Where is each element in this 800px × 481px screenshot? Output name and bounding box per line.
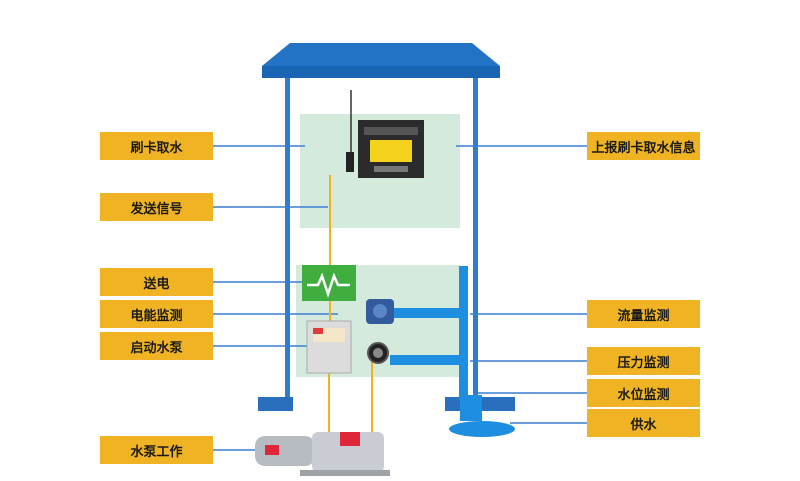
- label-pressure-monitor: 压力监测: [587, 347, 700, 375]
- connector-lines: [213, 145, 587, 451]
- label-pump-working: 水泵工作: [100, 436, 213, 464]
- right-pillar: [473, 78, 478, 402]
- antenna-icon: [346, 90, 354, 172]
- label-upload-info: 上报刷卡取水信息: [587, 132, 700, 160]
- pressure-sensor-icon: [367, 342, 389, 364]
- label-swipe-card: 刷卡取水: [100, 132, 213, 160]
- water-pump: [255, 432, 390, 476]
- left-pillar: [285, 78, 290, 402]
- pump-house-roof: [262, 43, 500, 78]
- flow-meter-icon: [366, 299, 394, 324]
- water-pipes: [390, 266, 515, 437]
- left-pillar-base: [258, 397, 293, 411]
- label-power-supply: 送电: [100, 268, 213, 296]
- label-start-pump: 启动水泵: [100, 332, 213, 360]
- electric-cabinet: [306, 320, 352, 374]
- label-send-signal: 发送信号: [100, 193, 213, 221]
- label-energy-monitor: 电能监测: [100, 300, 213, 328]
- label-flow-monitor: 流量监测: [587, 300, 700, 328]
- label-level-monitor: 水位监测: [587, 379, 700, 407]
- circuit-breaker-icon: [302, 265, 356, 301]
- label-water-supply: 供水: [587, 409, 700, 437]
- card-reader-controller: [358, 120, 424, 178]
